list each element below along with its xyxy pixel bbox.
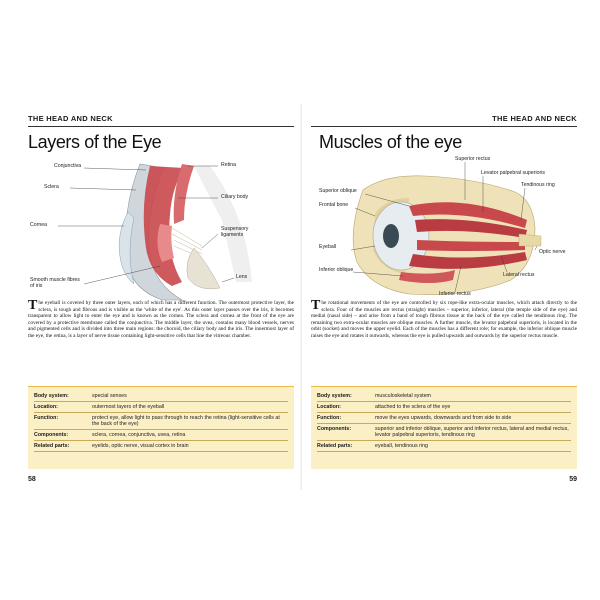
label-frontal-bone: Frontal bone: [319, 202, 349, 208]
info-value: outermost layers of the eyeball: [92, 404, 165, 410]
info-key: Location:: [34, 404, 58, 410]
label-tendinous-ring: Tendinous ring: [521, 182, 555, 188]
label-inferior-rectus: Inferior rectus: [439, 291, 471, 297]
info-value: special senses: [92, 393, 127, 399]
page-number: 59: [569, 476, 577, 483]
info-row: Body system: special senses: [34, 391, 288, 402]
info-value: musculoskeletal system: [375, 393, 431, 399]
eye-muscles-drawing: [350, 162, 542, 296]
info-box: Body system: musculoskeletal system Loca…: [311, 386, 577, 469]
info-key: Body system:: [317, 393, 352, 399]
drop-cap: T: [311, 298, 321, 313]
info-value: eyeball, tendinous ring: [375, 443, 429, 449]
section-header: THE HEAD AND NECK: [492, 114, 577, 123]
label-lens: Lens: [236, 274, 248, 280]
info-key: Function:: [317, 415, 342, 421]
info-key: Components:: [34, 432, 69, 438]
info-row: Location: outermost layers of the eyebal…: [34, 402, 288, 413]
body-paragraph: he eyeball is covered by three outer lay…: [28, 300, 294, 339]
info-value: sclera, cornea, conjunctiva, uvea, retin…: [92, 432, 186, 438]
left-page: THE HEAD AND NECK Layers of the Eye: [22, 104, 300, 490]
right-page: THE HEAD AND NECK Muscles of the eye: [305, 104, 583, 490]
info-row: Related parts: eyeball, tendinous ring: [317, 441, 571, 452]
info-key: Related parts:: [34, 443, 70, 449]
body-paragraph: he rotational movements of the eye are c…: [311, 300, 577, 339]
label-superior-rectus: Superior rectus: [455, 156, 491, 162]
label-retina: Retina: [221, 162, 236, 168]
info-row: Components: superior and inferior obliqu…: [317, 424, 571, 441]
info-value: protect eye, allow light to pass through…: [92, 415, 280, 427]
info-row: Location: attached to the sclera of the …: [317, 402, 571, 413]
label-conjunctiva: Conjunctiva: [54, 163, 82, 169]
label-superior-oblique: Superior oblique: [319, 188, 357, 194]
eye-cross-section-drawing: [58, 163, 252, 301]
info-value: superior and inferior oblique, superior …: [375, 426, 569, 438]
header-rule: [28, 126, 294, 127]
label-levator-palpebral-superioris: Levator palpebral superioris: [481, 170, 546, 176]
info-value: attached to the sclera of the eye: [375, 404, 451, 410]
page-title: Muscles of the eye: [319, 132, 462, 152]
label-inferior-oblique: Inferior oblique: [319, 267, 354, 273]
book-gutter: [298, 104, 302, 490]
page-title: Layers of the Eye: [28, 132, 162, 152]
info-key: Components:: [317, 426, 352, 432]
info-box: Body system: special senses Location: ou…: [28, 386, 294, 469]
eye-layers-illustration: Conjunctiva Sclera Cornea Smooth muscle …: [22, 154, 300, 302]
label-ciliary-body: Ciliary body: [221, 194, 249, 200]
page-number: 58: [28, 476, 36, 483]
info-value: move the eyes upwards, downwards and fro…: [375, 415, 512, 421]
header-rule: [311, 126, 577, 127]
label-suspensory-ligaments: Suspensory ligaments: [221, 226, 249, 238]
info-value: eyelids, optic nerve, visual cortex in b…: [92, 443, 189, 449]
drop-cap: T: [28, 298, 38, 313]
label-lateral-rectus: Lateral rectus: [503, 272, 535, 278]
label-smooth-muscle: Smooth muscle fibres of iris: [30, 277, 80, 289]
info-row: Components: sclera, cornea, conjunctiva,…: [34, 430, 288, 441]
info-key: Related parts:: [317, 443, 353, 449]
info-key: Location:: [317, 404, 341, 410]
info-row: Function: move the eyes upwards, downwar…: [317, 413, 571, 424]
label-optic-nerve: Optic nerve: [539, 249, 566, 255]
info-key: Body system:: [34, 393, 69, 399]
info-key: Function:: [34, 415, 59, 421]
eye-muscles-illustration: Superior rectus Levator palpebral superi…: [305, 154, 583, 302]
label-cornea: Cornea: [30, 222, 48, 228]
info-row: Function: protect eye, allow light to pa…: [34, 413, 288, 430]
label-sclera: Sclera: [44, 184, 59, 190]
info-row: Related parts: eyelids, optic nerve, vis…: [34, 441, 288, 452]
label-eyeball: Eyeball: [319, 244, 337, 250]
info-row: Body system: musculoskeletal system: [317, 391, 571, 402]
section-header: THE HEAD AND NECK: [28, 114, 113, 123]
